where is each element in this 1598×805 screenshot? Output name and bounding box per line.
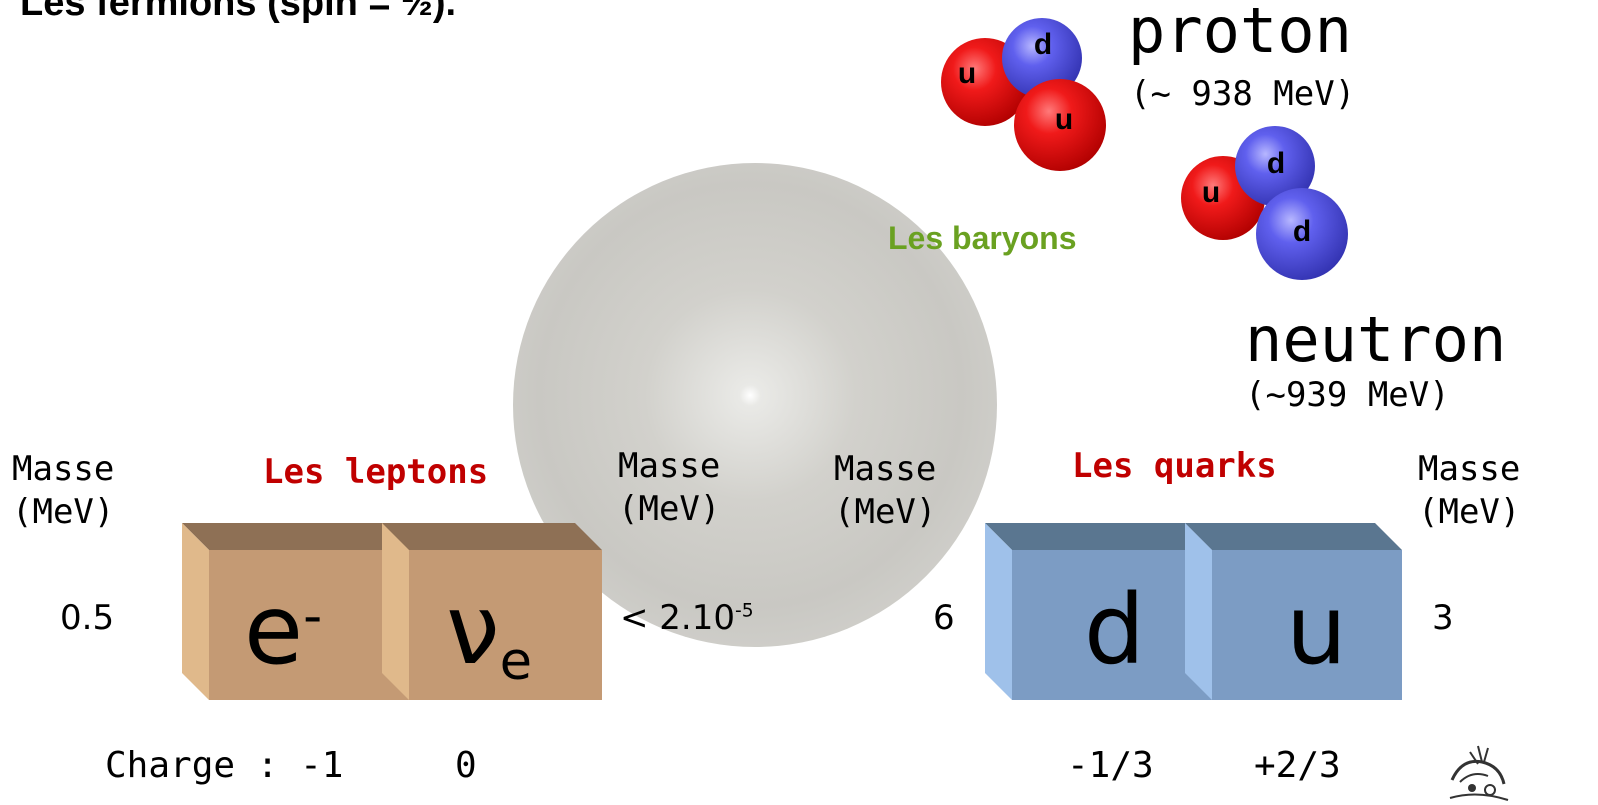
neutrino-mass-prefix: < 2.10 <box>620 598 735 638</box>
up-quark-charge: +2/3 <box>1254 745 1341 786</box>
neutron-quark-d1-ball <box>1235 126 1315 206</box>
slide-title: Les fermions (spin = ½). <box>20 0 457 24</box>
up-quark-mass: 3 <box>1432 598 1454 638</box>
down-quark-cube <box>985 523 1212 700</box>
neutrino-mass-exponent: -5 <box>735 600 754 622</box>
electron-charge: Charge : -1 <box>105 745 344 786</box>
quark-mass-label-right-line2: (MeV) <box>1418 492 1521 532</box>
proton-name: proton <box>1128 0 1352 67</box>
proton-quark-u1-label: u <box>957 57 977 90</box>
lepton-mass-label-left: Masse (MeV) <box>12 448 114 534</box>
lepton-mass-label-right-line2: (MeV) <box>618 489 721 529</box>
cartoon-character-logo-icon <box>1449 745 1509 801</box>
neutron-quarks-graphic <box>1181 126 1348 280</box>
proton-quark-d-label: d <box>1033 28 1053 61</box>
lepton-mass-label-left-line2: (MeV) <box>12 492 115 532</box>
baryons-label: Les baryons <box>888 220 1077 256</box>
quark-mass-label-left-line1: Masse <box>834 449 937 489</box>
quarks-title: Les quarks <box>1072 446 1277 486</box>
down-quark-mass: 6 <box>933 598 955 638</box>
proton-mass: (~ 938 MeV) <box>1130 74 1356 114</box>
particle-cubes <box>182 523 1402 700</box>
neutrino-symbol-sub: e <box>499 630 533 692</box>
quark-mass-label-left-line2: (MeV) <box>834 492 937 532</box>
proton-quarks-graphic <box>941 18 1106 171</box>
proton-quark-u2-ball <box>1014 79 1106 171</box>
neutrino-charge: 0 <box>455 745 477 786</box>
down-quark-charge: -1/3 <box>1067 745 1154 786</box>
lepton-mass-label-right: Masse (MeV) <box>618 445 720 531</box>
neutron-quark-d1-label: d <box>1266 147 1286 180</box>
electron-symbol: e- <box>244 582 322 678</box>
leptons-title: Les leptons <box>263 452 489 492</box>
neutrino-mass: < 2.10-5 <box>620 598 754 638</box>
electron-symbol-letter: e <box>244 574 304 686</box>
neutron-quark-d2-label: d <box>1292 215 1312 248</box>
neutron-name: neutron <box>1245 303 1507 376</box>
neutrino-cube <box>382 523 602 700</box>
proton-quark-d-ball <box>1002 18 1082 98</box>
quark-mass-label-right-line1: Masse <box>1418 449 1521 489</box>
quark-mass-label-right: Masse (MeV) <box>1418 448 1520 534</box>
electron-mass: 0.5 <box>60 598 115 638</box>
neutrino-symbol: νe <box>446 582 532 689</box>
quark-mass-label-left: Masse (MeV) <box>834 448 936 534</box>
down-quark-symbol: d <box>1084 574 1145 686</box>
electron-symbol-sup: - <box>303 585 323 647</box>
neutron-quark-d2-ball <box>1256 188 1348 280</box>
up-quark-symbol: u <box>1286 574 1347 686</box>
neutron-mass: (~939 MeV) <box>1245 375 1450 415</box>
proton-quark-u2-label: u <box>1054 103 1074 136</box>
up-quark-cube <box>1185 523 1402 700</box>
neutrino-symbol-letter: ν <box>446 574 500 686</box>
neutron-quark-u-label: u <box>1201 176 1221 209</box>
lepton-mass-label-right-line1: Masse <box>618 446 721 486</box>
lepton-mass-label-left-line1: Masse <box>12 449 115 489</box>
